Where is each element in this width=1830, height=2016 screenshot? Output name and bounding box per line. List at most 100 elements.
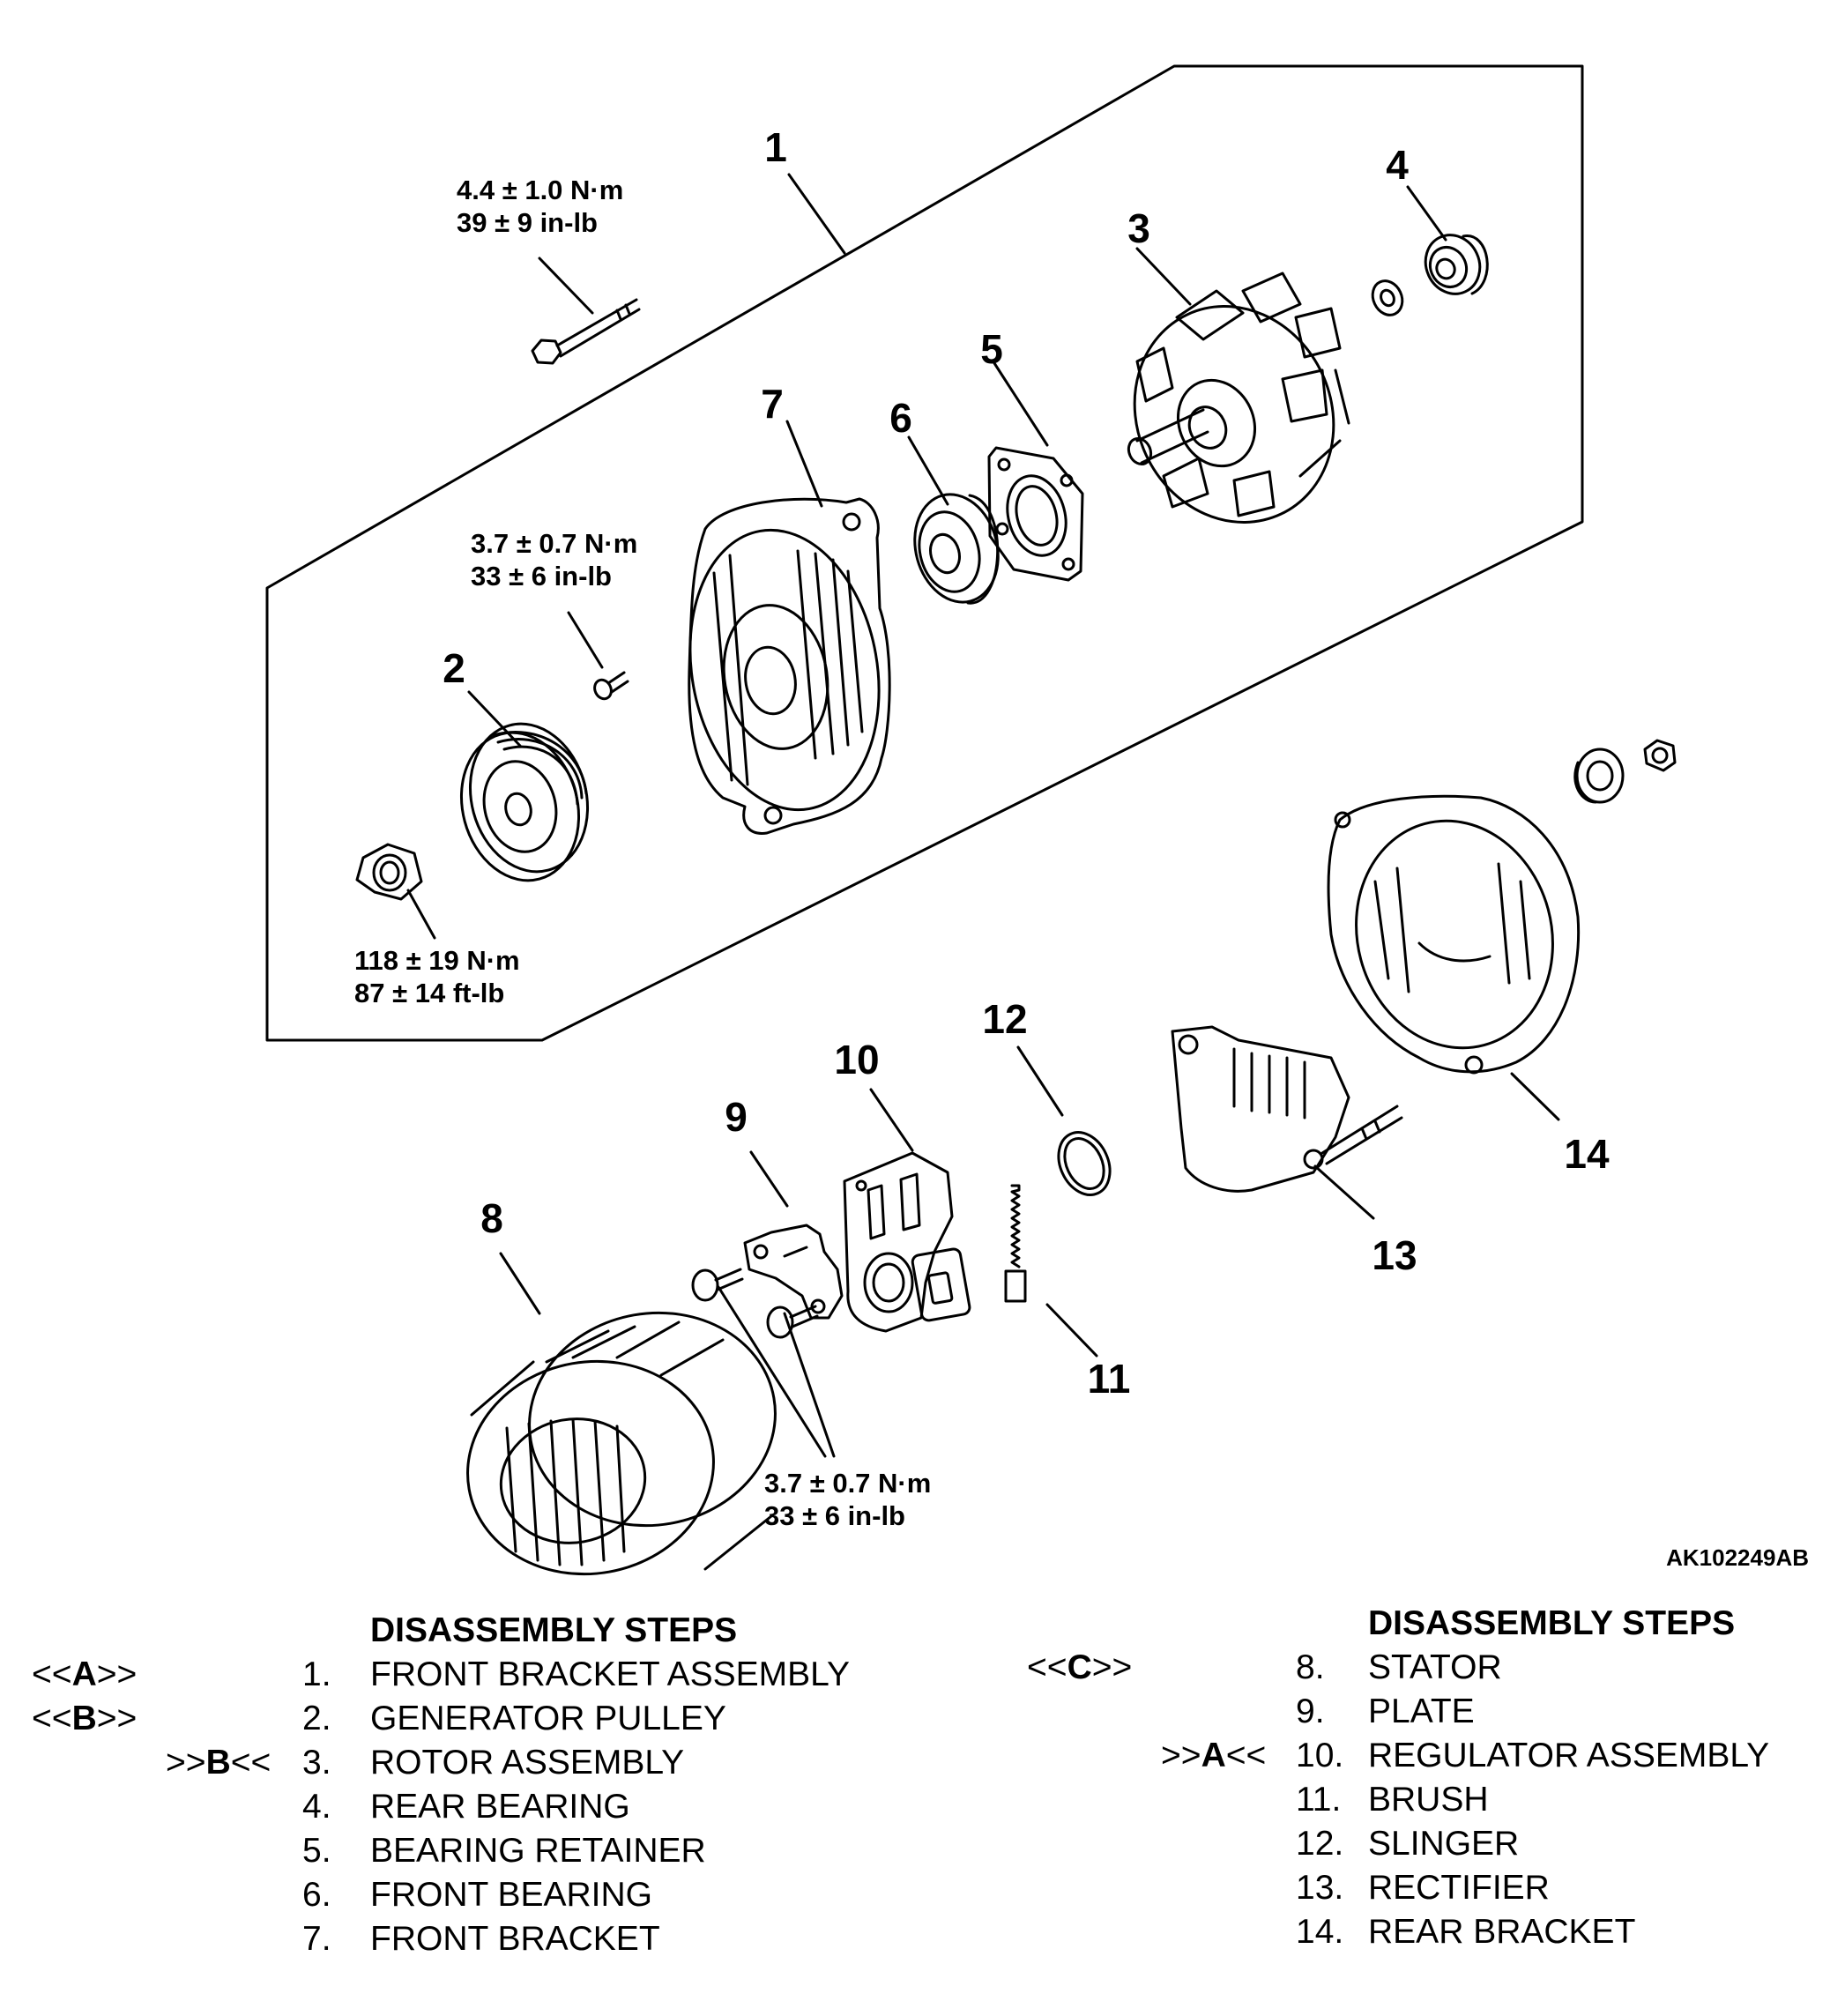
step-row: 12. SLINGER <box>987 1822 1825 1866</box>
step-row: 6. FRONT BEARING <box>0 1873 917 1917</box>
callout-11: 11 <box>1088 1356 1131 1402</box>
torque-screw-imperial: 33 ± 6 in-lb <box>471 561 612 591</box>
step-row: 13. RECTIFIER <box>987 1866 1825 1910</box>
callout-13: 13 <box>1372 1232 1417 1278</box>
step-code: >>B<< <box>166 1741 271 1785</box>
step-code-letter: A <box>1201 1737 1226 1774</box>
steps-left-heading-row: DISASSEMBLY STEPS <box>0 1609 917 1653</box>
step-code-suffix: >> <box>1091 1648 1133 1686</box>
step-label: BEARING RETAINER <box>370 1832 706 1870</box>
step-number: 10. <box>1296 1737 1344 1774</box>
step-code-suffix: >> <box>96 1700 138 1737</box>
step-code-letter: C <box>1067 1648 1092 1686</box>
step-number: 14. <box>1296 1913 1344 1951</box>
plate <box>743 1224 844 1320</box>
leader-lines <box>406 173 1560 1458</box>
callout-1: 1 <box>764 124 787 170</box>
step-label: REAR BRACKET <box>1368 1913 1636 1951</box>
step-number: 3. <box>302 1744 331 1782</box>
step-label: FRONT BEARING <box>370 1876 652 1914</box>
step-row: 11. BRUSH <box>987 1778 1825 1822</box>
step-code-prefix: << <box>1027 1648 1068 1686</box>
torque-bolt-imperial: 39 ± 9 in-lb <box>457 207 598 238</box>
callout-6: 6 <box>889 395 912 441</box>
torque-bolt-nm: 4.4 ± 1.0 N·m <box>457 175 623 205</box>
step-code-letter: B <box>205 1744 231 1782</box>
step-row: <<B>> 2. GENERATOR PULLEY <box>0 1697 917 1741</box>
step-label: FRONT BRACKET <box>370 1920 660 1958</box>
step-row: 7. FRONT BRACKET <box>0 1917 917 1961</box>
front-bracket-assembly-outline <box>265 64 1584 1042</box>
brush <box>1004 1184 1027 1303</box>
step-number: 2. <box>302 1700 331 1737</box>
step-code-prefix: << <box>32 1655 72 1693</box>
step-code-prefix: >> <box>166 1744 206 1782</box>
step-code-letter: B <box>71 1700 97 1737</box>
terminal-nut <box>1573 739 1677 804</box>
rectifier <box>1171 1025 1403 1193</box>
exploded-view-diagram: 1 2 3 4 5 6 7 8 9 10 11 12 13 14 4.4 ± 1… <box>265 64 1677 1576</box>
step-row: >>A<<10.REGULATOR ASSEMBLY <box>987 1734 1825 1778</box>
step-label: BRUSH <box>1368 1781 1489 1819</box>
rear-bracket <box>1327 794 1581 1075</box>
slinger <box>1057 1131 1112 1196</box>
torque-screw-nm: 3.7 ± 0.7 N·m <box>471 528 637 559</box>
step-label: PLATE <box>1368 1692 1475 1730</box>
step-label: GENERATOR PULLEY <box>370 1700 726 1737</box>
step-label: STATOR <box>1368 1648 1502 1686</box>
step-code: >>A<< <box>1161 1734 1266 1778</box>
callout-12: 12 <box>982 996 1027 1042</box>
callout-9: 9 <box>725 1094 748 1140</box>
step-code-prefix: << <box>32 1700 72 1737</box>
step-number: 4. <box>302 1788 331 1826</box>
bearing-retainer <box>987 446 1084 582</box>
step-code: <<B>> <box>32 1697 137 1741</box>
step-number: 5. <box>302 1832 331 1870</box>
step-number: 13. <box>1296 1869 1344 1907</box>
torque-pulley-nut-nm: 118 ± 19 N·m <box>354 945 520 976</box>
step-label: RECTIFIER <box>1368 1869 1550 1907</box>
step-code-letter: A <box>71 1655 97 1693</box>
torque-plate-screw-imperial: 33 ± 6 in-lb <box>764 1500 905 1531</box>
step-label: SLINGER <box>1368 1825 1520 1863</box>
step-number: 6. <box>302 1876 331 1914</box>
steps-right-heading: DISASSEMBLY STEPS <box>1368 1604 1736 1642</box>
pulley-nut <box>355 843 423 901</box>
figure-id: AK102249AB <box>1666 1544 1809 1571</box>
step-code-prefix: >> <box>1161 1737 1201 1774</box>
step-code: <<C>> <box>1027 1646 1132 1690</box>
generator-pulley <box>459 722 590 882</box>
rear-bearing <box>1371 234 1489 316</box>
rotor-assembly <box>1127 272 1350 524</box>
step-row: 4. REAR BEARING <box>0 1785 917 1829</box>
step-label: REAR BEARING <box>370 1788 630 1826</box>
step-number: 1. <box>302 1655 331 1693</box>
step-code: <<A>> <box>32 1653 137 1697</box>
callout-4: 4 <box>1386 142 1409 188</box>
step-number: 8. <box>1296 1648 1325 1686</box>
step-number: 7. <box>302 1920 331 1958</box>
front-bearing <box>913 493 1000 605</box>
steps-left-heading: DISASSEMBLY STEPS <box>370 1611 738 1649</box>
step-number: 9. <box>1296 1692 1325 1730</box>
step-row: <<C>> 8. STATOR <box>987 1646 1825 1690</box>
through-bolt <box>531 298 641 365</box>
callout-5: 5 <box>980 326 1003 372</box>
callout-3: 3 <box>1127 205 1150 251</box>
callout-7: 7 <box>761 381 784 427</box>
step-code-suffix: << <box>1225 1737 1267 1774</box>
callout-14: 14 <box>1564 1131 1610 1177</box>
torque-pulley-nut-imperial: 87 ± 14 ft-lb <box>354 978 504 1008</box>
torque-plate-screw-nm: 3.7 ± 0.7 N·m <box>764 1468 931 1499</box>
callout-10: 10 <box>834 1037 879 1082</box>
small-screw <box>593 671 629 701</box>
step-row: 5. BEARING RETAINER <box>0 1829 917 1873</box>
step-number: 11. <box>1296 1781 1342 1819</box>
front-bracket <box>688 497 891 835</box>
regulator-assembly <box>843 1151 971 1333</box>
step-label: ROTOR ASSEMBLY <box>370 1744 685 1782</box>
step-number: 12. <box>1296 1825 1344 1863</box>
stator <box>466 1311 777 1576</box>
plate-screws <box>691 1268 819 1339</box>
